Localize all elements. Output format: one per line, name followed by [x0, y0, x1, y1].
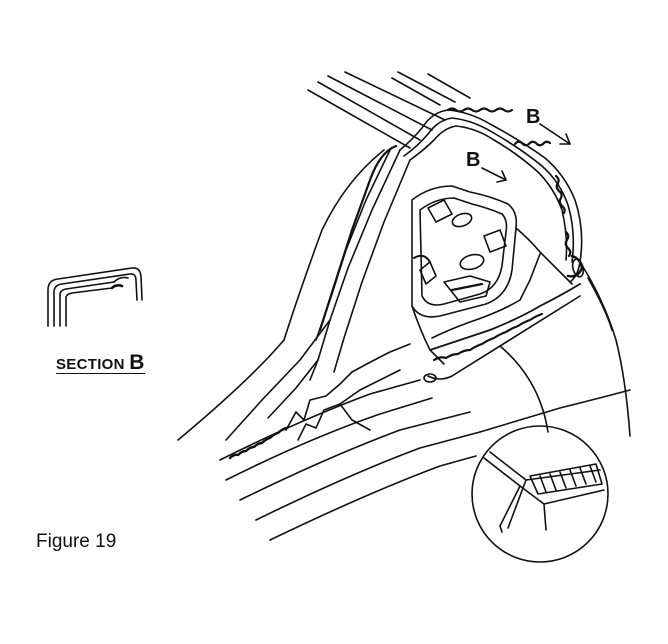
section-label-letter: B — [129, 351, 145, 374]
lower-sill — [230, 344, 410, 458]
section-cut-arrows — [482, 124, 570, 182]
pillar-frame — [178, 146, 410, 440]
section-b-label: SECTION B — [56, 351, 145, 374]
section-label-text: SECTION — [56, 356, 130, 373]
section-b-detail — [48, 268, 142, 326]
detail-leader-line — [500, 346, 548, 432]
cut-marker-upper: B — [526, 106, 541, 128]
figure-caption: Figure 19 — [36, 531, 117, 552]
circular-detail-view — [472, 426, 608, 562]
top-weld-flange — [400, 109, 585, 283]
cut-marker-lower: B — [466, 149, 481, 171]
roof-panel — [308, 72, 470, 148]
quarter-panel — [220, 228, 630, 540]
inner-panel — [412, 186, 516, 317]
